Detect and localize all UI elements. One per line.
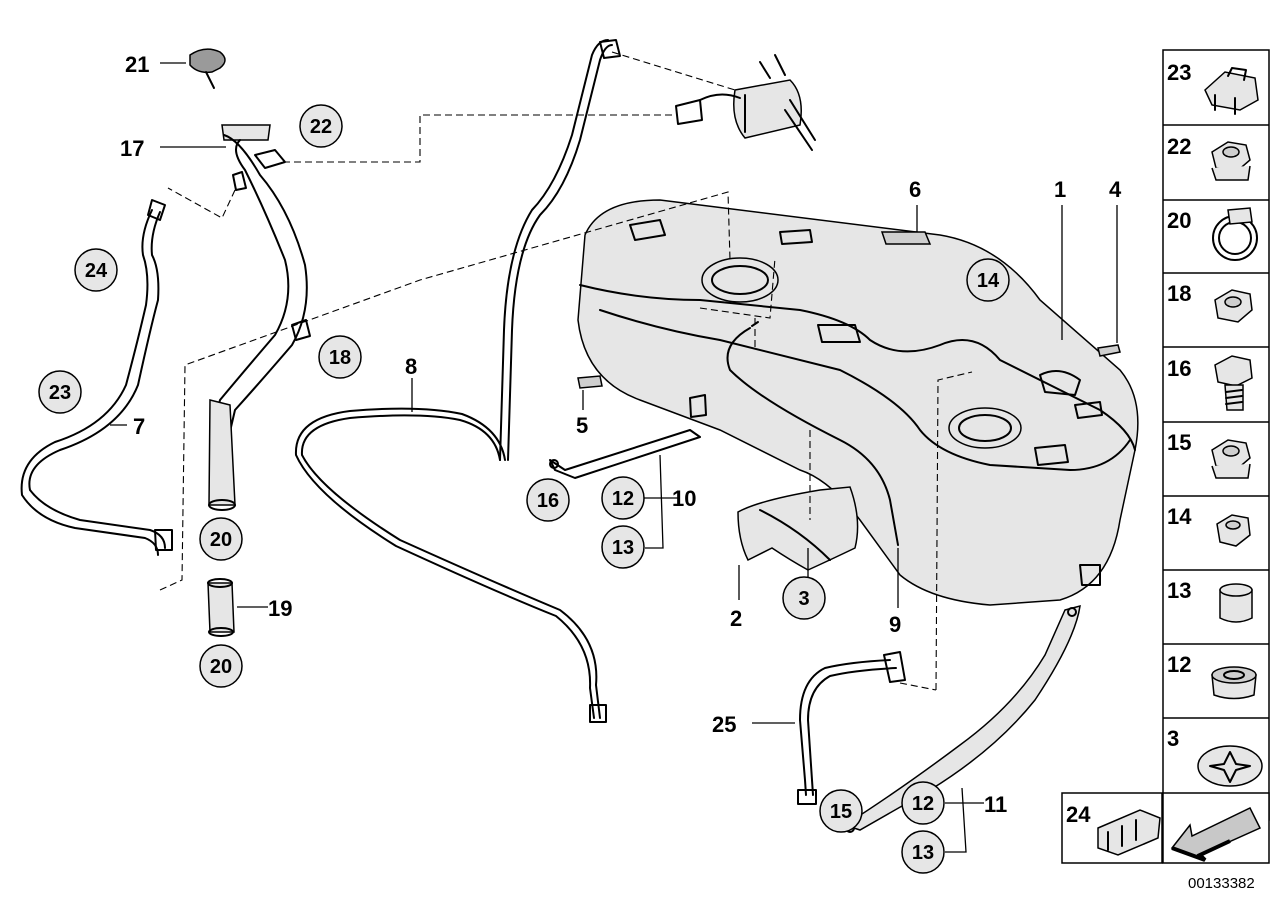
panel-cell-12: 12 xyxy=(1167,652,1257,700)
circled-callout-14: 14 xyxy=(966,258,1010,302)
circled-callout-24: 24 xyxy=(74,248,118,292)
vent-line-7 xyxy=(20,199,173,556)
circled-callout-13b: 13 xyxy=(901,830,945,874)
vent-line-to-filter xyxy=(507,44,613,461)
patch-6 xyxy=(880,231,932,245)
circled-callout-18: 18 xyxy=(318,335,362,379)
svg-text:18: 18 xyxy=(1167,281,1191,306)
callout-6: 6 xyxy=(909,177,921,202)
callout-10: 10 xyxy=(672,486,696,511)
svg-text:14: 14 xyxy=(977,270,1000,292)
svg-text:13: 13 xyxy=(1167,578,1191,603)
svg-text:15: 15 xyxy=(1167,430,1191,455)
fuel-tank xyxy=(577,199,1139,606)
circled-callout-13a: 13 xyxy=(601,525,645,569)
parts-panel: 23 22 20 18 16 xyxy=(1162,49,1270,821)
svg-text:16: 16 xyxy=(1167,356,1191,381)
callout-17: 17 xyxy=(120,136,144,161)
callout-1: 1 xyxy=(1054,177,1066,202)
panel-cell-22: 22 xyxy=(1167,134,1251,181)
callout-5: 5 xyxy=(576,413,588,438)
svg-text:20: 20 xyxy=(210,529,232,551)
svg-text:12: 12 xyxy=(1167,652,1191,677)
callout-25: 25 xyxy=(712,712,736,737)
clip-24-icon xyxy=(1097,809,1161,856)
panel-cell-3: 3 xyxy=(1167,726,1263,787)
svg-text:24: 24 xyxy=(85,260,108,282)
callout-21: 21 xyxy=(125,52,149,77)
svg-text:12: 12 xyxy=(612,488,634,510)
circled-callout-20a: 20 xyxy=(199,517,243,561)
patch-4 xyxy=(1097,344,1121,357)
panel-cell-23: 23 xyxy=(1167,60,1259,115)
bottom-panel: 24 xyxy=(1061,792,1270,864)
heat-shield xyxy=(737,486,859,571)
circled-callout-12a: 12 xyxy=(601,476,645,520)
panel-cell-15: 15 xyxy=(1167,430,1251,479)
fuel-line-9 xyxy=(726,327,899,546)
circled-callouts: 22 24 18 23 14 16 12 13 20 20 3 15 12 13 xyxy=(38,104,1010,874)
svg-text:18: 18 xyxy=(329,347,351,369)
panel-cell-20: 20 xyxy=(1167,207,1258,261)
fuel-cap xyxy=(189,48,226,89)
callout-8: 8 xyxy=(405,354,417,379)
circled-callout-20b: 20 xyxy=(199,644,243,688)
circled-callout-12b: 12 xyxy=(901,781,945,825)
line-25 xyxy=(799,659,891,796)
fuel-filter xyxy=(675,54,816,151)
svg-text:20: 20 xyxy=(1167,208,1191,233)
filler-pipe xyxy=(208,124,311,511)
svg-text:13: 13 xyxy=(912,842,934,864)
svg-text:20: 20 xyxy=(210,656,232,678)
direction-arrow-icon xyxy=(1170,807,1262,862)
circled-callout-22: 22 xyxy=(299,104,343,148)
svg-text:16: 16 xyxy=(537,490,559,512)
svg-text:15: 15 xyxy=(830,801,852,823)
svg-text:22: 22 xyxy=(1167,134,1191,159)
fuel-line-8 xyxy=(300,414,601,719)
svg-text:13: 13 xyxy=(612,537,634,559)
circled-callout-16: 16 xyxy=(526,478,570,522)
callout-19: 19 xyxy=(268,596,292,621)
callout-9: 9 xyxy=(889,612,901,637)
svg-text:22: 22 xyxy=(310,116,332,138)
circled-callout-3: 3 xyxy=(782,576,826,620)
strap-10 xyxy=(549,429,701,479)
dashed-connections xyxy=(159,51,973,691)
svg-text:3: 3 xyxy=(798,588,809,610)
patch-5 xyxy=(577,375,603,389)
svg-text:3: 3 xyxy=(1167,726,1179,751)
callout-2: 2 xyxy=(730,606,742,631)
svg-text:23: 23 xyxy=(49,382,71,404)
svg-text:23: 23 xyxy=(1167,60,1191,85)
svg-text:12: 12 xyxy=(912,793,934,815)
callout-7: 7 xyxy=(133,414,145,439)
diagram-reference-number: 00133382 xyxy=(1188,875,1255,892)
circled-callout-15: 15 xyxy=(819,789,863,833)
svg-text:14: 14 xyxy=(1167,504,1192,529)
leader-lines xyxy=(110,62,1118,853)
circled-callout-23: 23 xyxy=(38,370,82,414)
callout-11: 11 xyxy=(984,792,1007,817)
callout-4: 4 xyxy=(1109,177,1122,202)
panel-cell-18: 18 xyxy=(1167,281,1253,323)
panel-cell-14: 14 xyxy=(1167,504,1251,547)
bottom-panel-number: 24 xyxy=(1066,802,1091,827)
panel-cell-16: 16 xyxy=(1167,355,1253,411)
callout-numbers: 21 17 7 8 5 6 1 4 10 2 9 19 25 11 xyxy=(120,52,1122,817)
hose-19 xyxy=(207,578,235,637)
panel-cell-13: 13 xyxy=(1167,578,1253,623)
